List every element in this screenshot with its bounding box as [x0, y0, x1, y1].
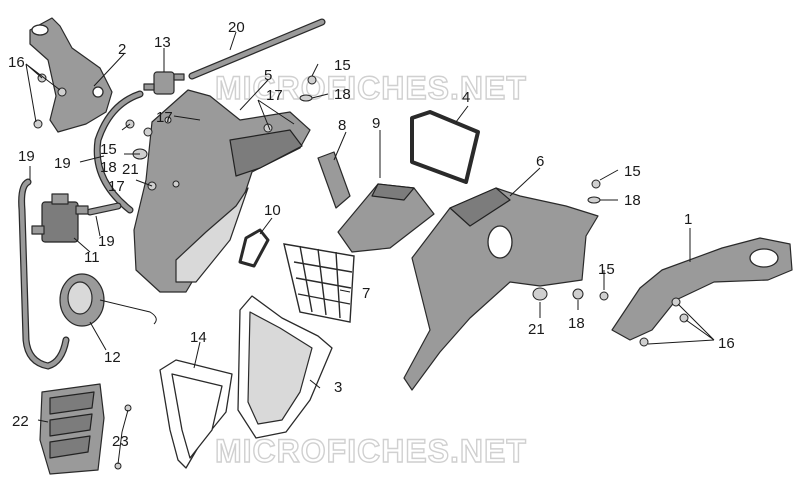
- callout-12: 12: [104, 349, 121, 366]
- callout-6: 6: [536, 153, 544, 170]
- callout-4: 4: [462, 89, 470, 106]
- callout-5: 5: [264, 67, 272, 84]
- part-7-grille: [283, 243, 355, 323]
- part-5-housing: [133, 89, 311, 293]
- callout-3: 3: [334, 379, 342, 396]
- callout-18-c: 18: [624, 192, 641, 209]
- callout-23: 23: [112, 433, 129, 450]
- part-22-louvre: [39, 383, 105, 475]
- callout-labels: 2 16 13 20 5 17 15 18 17 15 21 18 17 19 …: [8, 19, 735, 450]
- callout-20: 20: [228, 19, 245, 36]
- callout-18-d: 18: [568, 315, 585, 332]
- callout-21-a: 21: [122, 161, 139, 178]
- part-19-hoses: [18, 90, 144, 370]
- watermark-bottom: MICROFICHES.NET: [215, 433, 527, 469]
- callout-9: 9: [372, 115, 380, 132]
- part-12-actuator: [59, 273, 157, 327]
- callout-21-b: 21: [528, 321, 545, 338]
- callout-16-left: 16: [8, 54, 25, 71]
- callout-10: 10: [264, 202, 281, 219]
- callout-7: 7: [362, 285, 370, 302]
- callout-11: 11: [84, 249, 100, 266]
- callout-19-b: 19: [54, 155, 71, 172]
- callout-19-a: 19: [18, 148, 35, 165]
- callout-18-b: 18: [100, 159, 117, 176]
- callout-17-mid: 17: [156, 109, 173, 126]
- part-3-shield: [237, 295, 333, 439]
- part-4-gasket: [410, 110, 480, 184]
- callout-1: 1: [684, 211, 692, 228]
- callout-8: 8: [338, 117, 346, 134]
- fasteners: [33, 73, 689, 470]
- callout-2: 2: [118, 41, 126, 58]
- callout-19-c: 19: [98, 233, 115, 250]
- part-2-bracket: [29, 17, 113, 133]
- callout-18-a: 18: [334, 86, 351, 103]
- part-8-flap: [317, 151, 351, 209]
- part-1-bracket: [611, 237, 793, 341]
- callout-15-d: 15: [598, 261, 615, 278]
- part-14-cover: [159, 359, 233, 469]
- part-6-housing: [403, 187, 599, 391]
- callout-17-low: 17: [108, 178, 125, 195]
- callout-13: 13: [154, 34, 171, 51]
- callout-14: 14: [190, 329, 207, 346]
- callout-16-right: 16: [718, 335, 735, 352]
- callout-15-b: 15: [100, 141, 117, 158]
- part-11-solenoid: [31, 193, 89, 243]
- callout-15-a: 15: [334, 57, 351, 74]
- leader-lines: [25, 31, 715, 465]
- callout-17-top: 17: [266, 87, 283, 104]
- callout-15-c: 15: [624, 163, 641, 180]
- part-13-valve: [143, 71, 185, 95]
- callout-22: 22: [12, 413, 29, 430]
- part-9-snorkel: [337, 183, 435, 253]
- part-20-hose: [188, 18, 326, 80]
- part-10-seal: [238, 228, 270, 268]
- watermark-top: MICROFICHES.NET: [215, 70, 527, 106]
